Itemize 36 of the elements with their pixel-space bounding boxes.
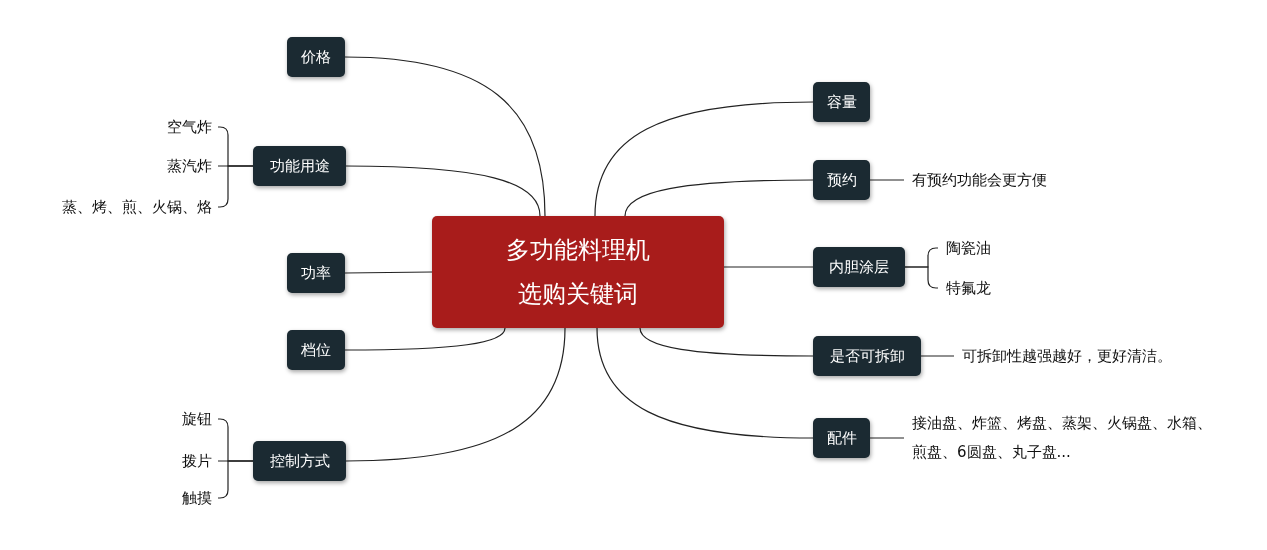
connector (344, 271, 433, 274)
central-topic-box: 多功能料理机选购关键词 (432, 216, 724, 328)
topic-box: 控制方式 (253, 441, 346, 481)
leaf-text: 可拆卸性越强越好，更好清洁。 (962, 341, 1172, 371)
topic-box: 功率 (287, 253, 345, 293)
topic-box: 价格 (287, 37, 345, 77)
topic-box: 容量 (813, 82, 870, 122)
connector (869, 179, 905, 181)
connector (723, 266, 814, 268)
connector (904, 266, 939, 289)
connector (594, 101, 814, 217)
topic-box: 是否可拆卸 (813, 336, 921, 376)
connector (344, 56, 546, 217)
leaf-text: 蒸、烤、煎、火锅、烙 (62, 192, 212, 222)
connector (920, 355, 955, 357)
leaf-text: 有预约功能会更方便 (912, 165, 1047, 195)
leaf-text: 特氟龙 (946, 273, 991, 303)
topic-box: 配件 (813, 418, 870, 458)
connector (344, 327, 506, 351)
connector (596, 327, 814, 439)
leaf-text: 旋钮 (182, 404, 212, 434)
connector (345, 327, 566, 462)
leaf-text: 接油盘、炸篮、烤盘、蒸架、火锅盘、水箱、煎盘、6圆盘、丸子盘... (912, 409, 1212, 467)
leaf-text: 触摸 (182, 483, 212, 513)
topic-box: 档位 (287, 330, 345, 370)
connector (869, 437, 905, 439)
topic-box: 内胆涂层 (813, 247, 905, 287)
connector (345, 165, 541, 217)
leaf-text: 空气炸 (167, 112, 212, 142)
connector (639, 327, 814, 357)
leaf-text: 拨片 (182, 446, 212, 476)
topic-box: 功能用途 (253, 146, 346, 186)
leaf-text: 陶瓷油 (946, 233, 991, 263)
leaf-text: 蒸汽炸 (167, 151, 212, 181)
topic-box: 预约 (813, 160, 870, 200)
connector (624, 179, 814, 217)
